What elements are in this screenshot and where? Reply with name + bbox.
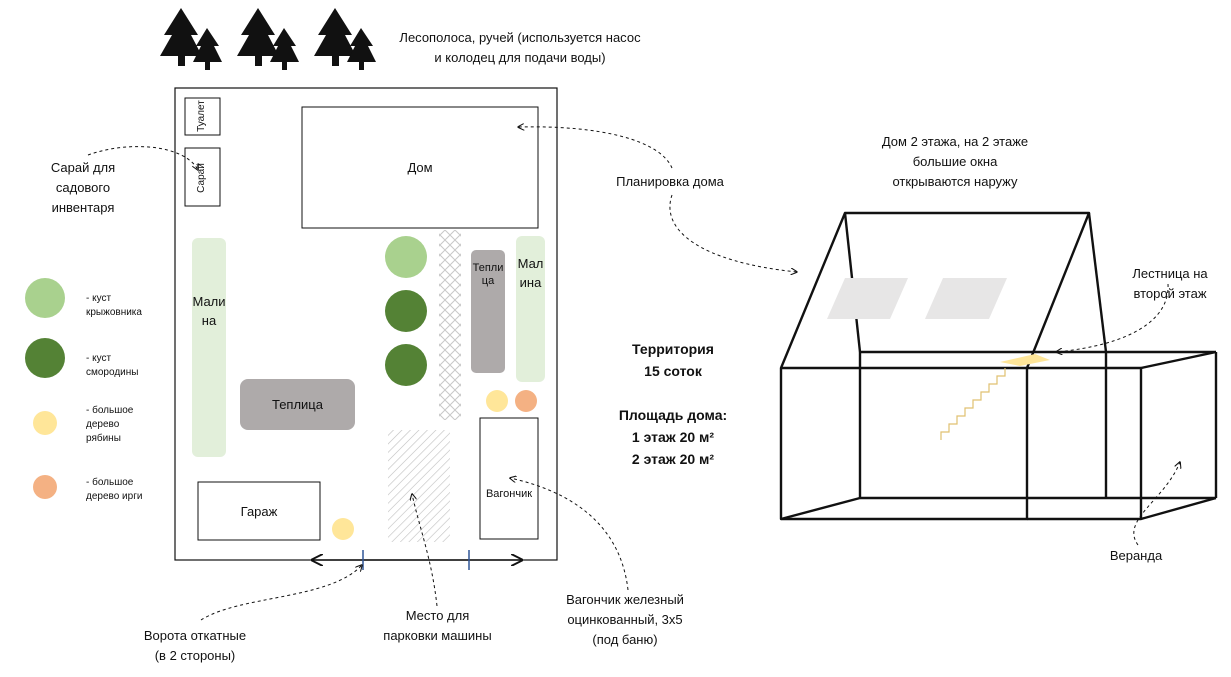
raspberry-left-label: Малина bbox=[192, 294, 226, 328]
legend-irga-text: - большое дерево ирги bbox=[86, 477, 143, 502]
house-box bbox=[301, 106, 539, 229]
legend-currant-marker bbox=[25, 338, 65, 378]
forest-trees-icon bbox=[160, 8, 376, 70]
house-area-label: Площадь дома: 1 этаж 20 м² 2 этаж 20 м² bbox=[618, 407, 728, 467]
window-left bbox=[827, 278, 908, 319]
greenhouse-vertical bbox=[471, 250, 505, 373]
gate-label: Ворота откатные (в 2 стороны) bbox=[143, 628, 247, 663]
stair-opening bbox=[1000, 354, 1050, 366]
legend-gooseberry-marker bbox=[25, 278, 65, 318]
tree-icon bbox=[193, 28, 222, 70]
tree-icon bbox=[314, 8, 356, 66]
greenhouse-vertical-label: Теплица bbox=[472, 262, 504, 287]
shed-label: Сарай bbox=[196, 163, 207, 193]
garden-path bbox=[439, 230, 461, 420]
shed-callout-label: Сарай для садового инвентаря bbox=[50, 160, 116, 215]
greenhouse-horizontal bbox=[240, 379, 355, 430]
rowan-tree bbox=[332, 518, 354, 540]
wagon-label: Вагончик bbox=[485, 488, 533, 500]
raspberry-bed-left bbox=[192, 238, 226, 457]
raspberry-right-label: Малина bbox=[517, 256, 544, 290]
greenhouse-horizontal-label: Теплица bbox=[271, 397, 323, 412]
house-plan-label: Планировка дома bbox=[616, 174, 724, 189]
raspberry-bed-right bbox=[516, 236, 545, 382]
parking-area bbox=[388, 430, 450, 542]
toilet-box bbox=[184, 97, 221, 136]
currant-bush bbox=[385, 344, 427, 386]
stairs-icon bbox=[940, 368, 1006, 440]
gooseberry-bush bbox=[385, 236, 427, 278]
parking-label: Место для парковки машины bbox=[383, 608, 492, 643]
irga-tree bbox=[515, 390, 537, 412]
house-label: Дом bbox=[407, 160, 433, 175]
veranda-label: Веранда bbox=[1109, 548, 1163, 563]
tree-icon bbox=[347, 28, 376, 70]
wagon-callout-label: Вагончик железный оцинкованный, 3х5 (под… bbox=[566, 592, 684, 647]
callout-lines bbox=[87, 127, 1180, 621]
legend-irga-marker bbox=[33, 475, 57, 499]
toilet-label: Туалет bbox=[196, 100, 207, 132]
gate-arrows bbox=[312, 550, 522, 570]
legend-rowan-text: - большое дерево рябины bbox=[86, 405, 134, 444]
currant-bush bbox=[385, 290, 427, 332]
garage-label: Гараж bbox=[240, 504, 278, 519]
tree-icon bbox=[237, 8, 279, 66]
wagon-box bbox=[479, 417, 539, 540]
legend-markers bbox=[25, 278, 65, 499]
house-3d-wireframe bbox=[779, 211, 1218, 521]
legend-gooseberry-text: - куст крыжовника bbox=[86, 293, 142, 318]
legend-rowan-marker bbox=[33, 411, 57, 435]
territory-label: Территория 15 соток bbox=[632, 341, 714, 379]
legend-currant-text: - куст смородины bbox=[86, 353, 139, 378]
tree-icon bbox=[160, 8, 202, 66]
forest-label: Лесополоса, ручей (используется насос и … bbox=[399, 30, 641, 65]
garage-box bbox=[197, 481, 321, 541]
shed-box bbox=[184, 147, 221, 207]
rowan-tree bbox=[486, 390, 508, 412]
tree-icon bbox=[270, 28, 299, 70]
window-right bbox=[925, 278, 1007, 319]
stairs-label: Лестница на второй этаж bbox=[1132, 266, 1208, 301]
house-description-label: Дом 2 этажа, на 2 этаже большие окна отк… bbox=[881, 134, 1029, 189]
